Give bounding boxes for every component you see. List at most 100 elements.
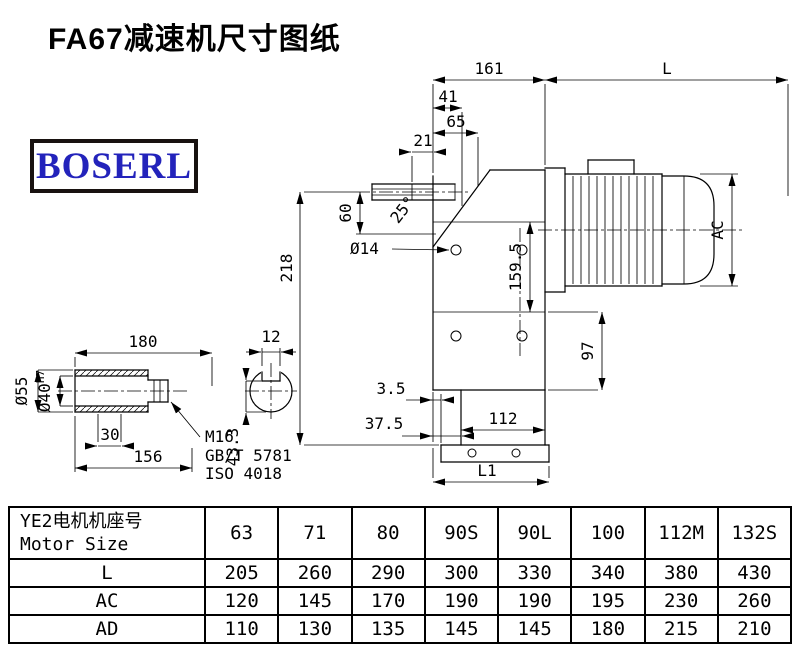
table-header-cell: 132S: [716, 506, 793, 560]
motor-size-header-cn: YE2电机机座号: [20, 510, 143, 532]
dim-218: 218: [277, 191, 439, 446]
dim-156: 156: [74, 416, 193, 472]
shaft-end-callout: M16 GB/T 5781 ISO 4018: [170, 401, 292, 483]
dim-label-dia14: Ø14: [350, 239, 379, 258]
brand-logo-text: BOSERL: [35, 145, 193, 187]
dim-label-41: 41: [438, 87, 457, 106]
dim-37-5: 37.5: [365, 414, 474, 440]
row-label: AD: [8, 614, 206, 644]
label-standard-iso4018: ISO 4018: [205, 464, 282, 483]
table-cell: 430: [716, 558, 793, 588]
label-standard-gbt5781: GB/T 5781: [205, 446, 292, 465]
flange-bolt-hole: [516, 330, 528, 342]
dim-label-L1: L1: [477, 461, 496, 480]
flange-bolt-hole: [450, 330, 462, 342]
dim-159-5: 159.5: [506, 222, 534, 312]
table-header-row: YE2电机机座号 Motor Size 63 71 80 90S 90L 100…: [8, 506, 793, 560]
dim-L1: L1: [432, 448, 550, 486]
table-header-cell: 63: [203, 506, 280, 560]
dim-label-65: 65: [446, 112, 465, 131]
table-cell: 260: [277, 558, 353, 588]
foot-bolt-hole: [467, 448, 477, 458]
dim-label-12: 12: [261, 327, 280, 346]
dim-shaft-bore-40H7: Ø40H7: [34, 370, 73, 412]
dim-label-30: 30: [100, 425, 119, 444]
shaft-section-view: 12 43.3: [223, 327, 297, 466]
table-cell: 260: [716, 586, 793, 616]
flange-bolt-hole: [450, 244, 462, 256]
table-cell: 340: [570, 558, 646, 588]
row-label: L: [8, 558, 206, 588]
dim-161: 161: [432, 59, 546, 173]
dim-21: 21: [399, 131, 446, 182]
foot-bolt-hole: [511, 448, 521, 458]
shaft-hatch-bottom: [75, 406, 148, 412]
table-cell: 190: [496, 586, 573, 616]
hollow-shaft-detail: 180 Ø55 Ø40H7 30: [12, 332, 292, 483]
dim-keyway-depth-43-3: 43.3: [223, 368, 266, 467]
table-cell: 195: [570, 586, 646, 616]
motor: [538, 159, 744, 293]
dim-label-161: 161: [475, 59, 504, 78]
table-header-cell: 90L: [496, 506, 573, 560]
dim-label-180: 180: [129, 332, 158, 351]
dim-label-L: L: [662, 59, 672, 78]
dim-label-25deg: 25°: [386, 192, 419, 226]
table-cell: 300: [423, 558, 500, 588]
dim-label-218: 218: [277, 254, 296, 283]
dim-L: L: [545, 59, 789, 196]
table-cell: 110: [203, 614, 280, 644]
table-cell: 145: [277, 586, 353, 616]
main-view: 161 L 41 65 21: [277, 59, 789, 486]
dim-label-37-5: 37.5: [365, 414, 404, 433]
dim-label-43-3: 43.3: [223, 428, 242, 467]
dim-label-97: 97: [578, 341, 597, 360]
table-cell: 120: [203, 586, 280, 616]
table-cell: 130: [277, 614, 353, 644]
dim-3-5: 3.5: [377, 379, 454, 443]
dim-label-3-5: 3.5: [377, 379, 406, 398]
page-title: FA67减速机尺寸图纸: [48, 23, 341, 56]
dim-label-159-5: 159.5: [506, 243, 525, 291]
brand-logo: BOSERL: [30, 139, 198, 193]
table-cell: 215: [643, 614, 719, 644]
dim-label-dia40H7: Ø40H7: [34, 370, 54, 412]
dim-label-dia55: Ø55: [12, 377, 31, 406]
row-label: AC: [8, 586, 206, 616]
gearbox-housing: [432, 169, 546, 391]
table-cell: 170: [350, 586, 426, 616]
dim-hole-diameter-14: Ø14: [350, 239, 450, 258]
table-cell: 145: [423, 614, 500, 644]
technical-drawing: 161 L 41 65 21: [12, 59, 789, 486]
motor-fan-cowl: [661, 175, 715, 285]
table-cell: 210: [716, 614, 793, 644]
table-header-cell: 90S: [423, 506, 500, 560]
label-thread-M16: M16: [205, 427, 234, 446]
gearbox-base: [440, 389, 550, 463]
table-cell: 380: [643, 558, 719, 588]
dim-AC: AC: [700, 173, 738, 287]
dim-label-60: 60: [336, 203, 355, 222]
table-header-cell: 112M: [643, 506, 719, 560]
table-cell: 205: [203, 558, 280, 588]
table-row-AD: AD 110 130 135 145 145 180 215 210: [8, 614, 793, 644]
table-header-cell: 80: [350, 506, 426, 560]
dim-41: 41: [433, 87, 463, 206]
table-cell: 135: [350, 614, 426, 644]
dim-180: 180: [74, 332, 213, 386]
table-cell: 330: [496, 558, 573, 588]
dim-label-AC: AC: [708, 220, 727, 239]
dim-60: 60: [336, 192, 436, 235]
table-cell: 190: [423, 586, 500, 616]
dim-label-21: 21: [413, 131, 432, 150]
dim-65: 65: [433, 112, 479, 186]
dim-30: 30: [85, 414, 134, 450]
dim-shaft-od-55: Ø55: [12, 369, 73, 413]
dim-label-112: 112: [489, 409, 518, 428]
table-header-cell: 100: [570, 506, 646, 560]
table-header-cell: 71: [277, 506, 353, 560]
dim-97: 97: [548, 311, 606, 391]
shaft-hatch-top: [75, 370, 148, 376]
table-cell: 145: [496, 614, 573, 644]
